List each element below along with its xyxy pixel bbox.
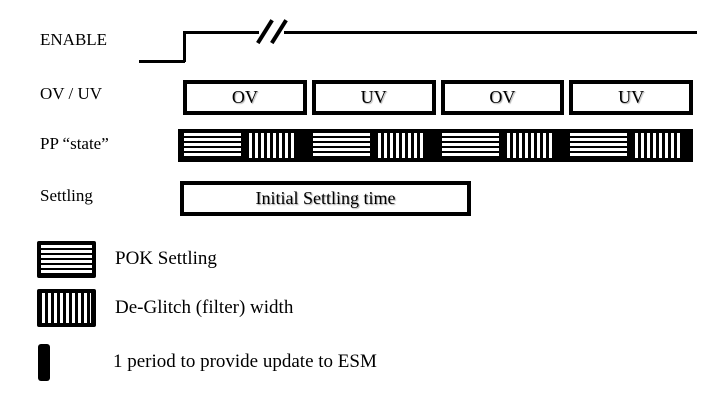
- ovuv-segment: UV: [311, 80, 436, 115]
- pp-cycle: [564, 129, 693, 162]
- esm-update-gap: [294, 129, 307, 162]
- deglitch-block: [374, 133, 423, 158]
- enable-low-wire: [139, 60, 185, 63]
- pok-settling-block: [441, 133, 499, 158]
- deglitch-block: [246, 133, 294, 158]
- initial-settling-box: Initial Settling time: [180, 181, 471, 216]
- enable-rising-edge: [183, 31, 186, 62]
- pp-cycle: [178, 129, 307, 162]
- settling-row-label: Settling: [40, 186, 93, 205]
- legend-esm-period-label: 1 period to provide update to ESM: [113, 351, 377, 372]
- esm-update-gap: [680, 129, 693, 162]
- pp-state-row-label: PP “state”: [40, 134, 109, 153]
- deglitch-block: [632, 133, 681, 158]
- pok-settling-block: [184, 133, 241, 158]
- ovuv-segment: UV: [569, 80, 693, 115]
- pp-cycle: [436, 129, 565, 162]
- legend-pok-settling-label: POK Settling: [115, 248, 217, 269]
- pp-cycle: [307, 129, 436, 162]
- deglitch-swatch-pattern: [42, 293, 91, 323]
- pok-settling-swatch-icon: [37, 241, 96, 278]
- ovuv-track: OV UV OV UV: [183, 80, 693, 115]
- enable-high-wire-right: [284, 31, 697, 34]
- pok-settling-block: [312, 133, 370, 158]
- pok-settling-block: [570, 133, 628, 158]
- ovuv-segment-label: OV: [489, 87, 516, 107]
- ovuv-row-label: OV / UV: [40, 84, 103, 103]
- initial-settling-label: Initial Settling time: [255, 188, 396, 208]
- esm-update-gap: [422, 129, 436, 162]
- deglitch-block: [503, 133, 552, 158]
- enable-high-wire-left: [183, 31, 259, 34]
- esm-period-swatch-icon: [38, 344, 50, 381]
- ovuv-segment-label: UV: [618, 87, 645, 107]
- deglitch-swatch-icon: [37, 289, 96, 327]
- ovuv-segment-label: UV: [360, 87, 387, 107]
- ovuv-segment: OV: [440, 80, 565, 115]
- esm-update-gap: [551, 129, 565, 162]
- ovuv-segment-label: OV: [231, 87, 258, 107]
- ovuv-segment: OV: [183, 80, 307, 115]
- legend-deglitch-label: De-Glitch (filter) width: [115, 297, 294, 318]
- enable-row-label: ENABLE: [40, 30, 108, 49]
- pp-state-track: [178, 129, 693, 162]
